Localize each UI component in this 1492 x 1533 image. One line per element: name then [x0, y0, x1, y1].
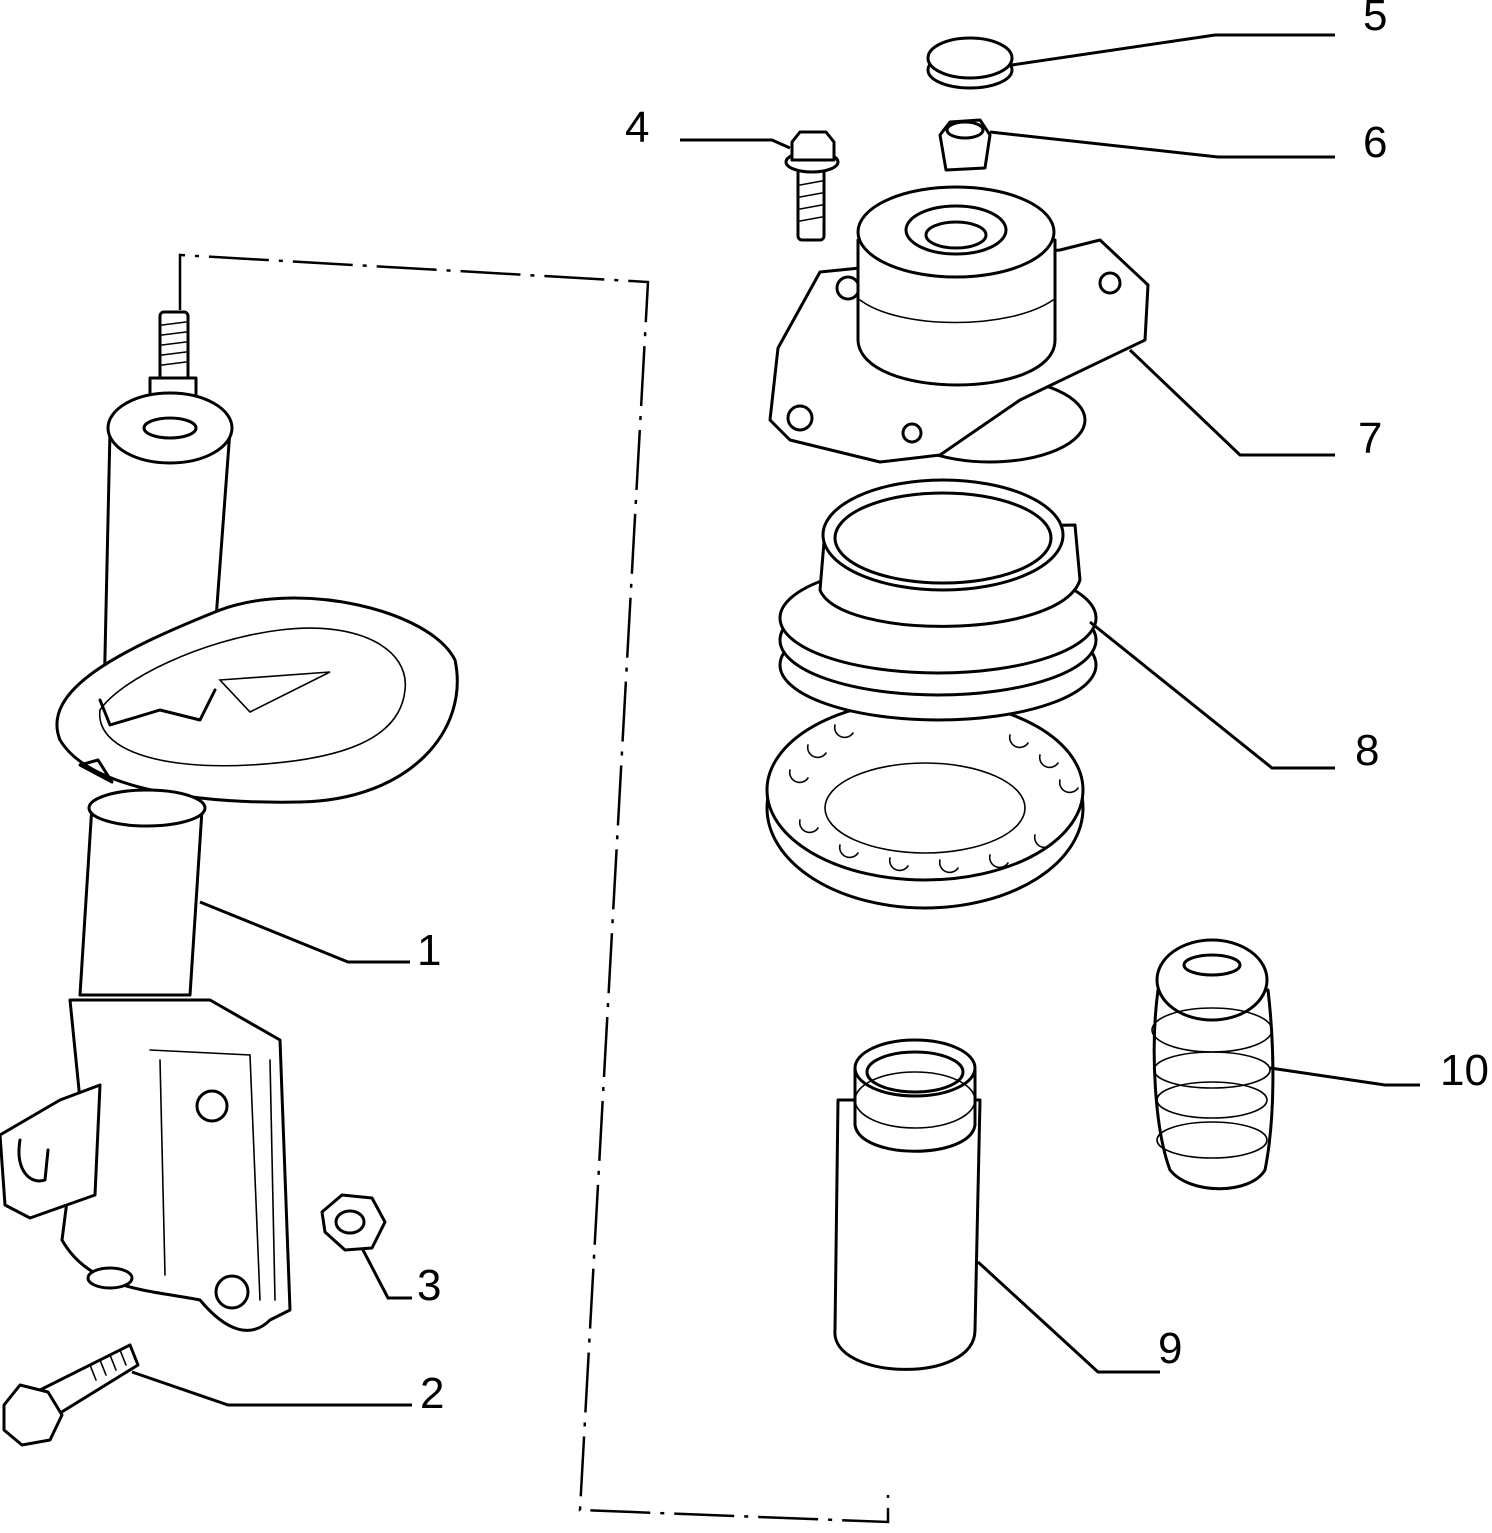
callout-6: 6: [1363, 118, 1387, 167]
part-3-nut: [320, 1193, 412, 1300]
callout-1: 1: [417, 926, 441, 975]
callout-5: 5: [1363, 0, 1387, 40]
callout-2: 2: [420, 1369, 444, 1418]
part-5-cap: [926, 33, 1335, 90]
part-9-dust-boot: [833, 1038, 1160, 1374]
assembly-bracket-line: [178, 253, 890, 1524]
part-1-strut-shock-absorber: [0, 310, 459, 1332]
part-8-spring-seat: [765, 478, 1335, 910]
part-2-bolt: [2, 1343, 412, 1447]
callout-3: 3: [417, 1261, 441, 1310]
part-6-nut: [938, 118, 1335, 172]
callout-7: 7: [1358, 414, 1382, 463]
callout-8: 8: [1355, 726, 1379, 775]
callout-10: 10: [1440, 1046, 1489, 1095]
callout-4: 4: [625, 103, 649, 152]
callout-9: 9: [1158, 1324, 1182, 1373]
part-10-bump-stop: [1151, 938, 1420, 1191]
part-7-top-mount: [768, 185, 1335, 464]
part-4-screw: [680, 130, 840, 242]
